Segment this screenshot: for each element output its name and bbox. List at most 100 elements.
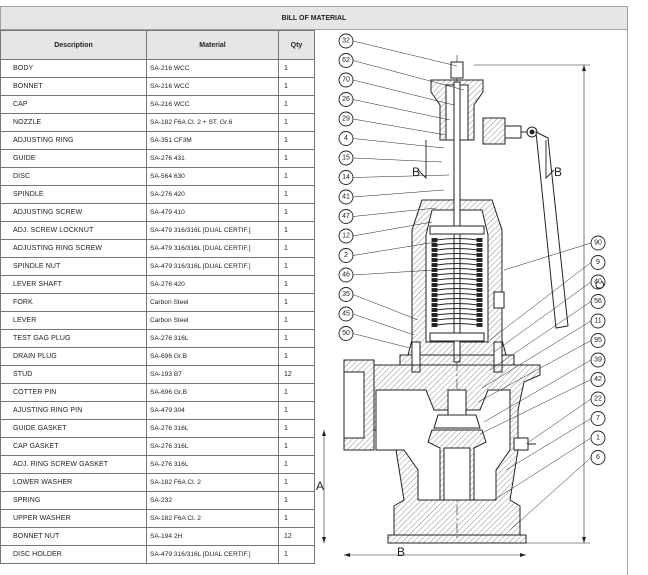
row-qty: 1 xyxy=(278,257,315,276)
item-balloon xyxy=(338,111,354,127)
row-qty: 1 xyxy=(278,59,315,78)
spring-coil-section xyxy=(476,303,483,307)
row-description: SPINDLE xyxy=(0,185,147,204)
leader-line xyxy=(493,437,592,501)
spring-coil-section xyxy=(431,258,438,262)
row-material: SA-276 316L xyxy=(146,419,279,438)
row-material: SA-232 xyxy=(146,491,279,510)
spring-coil-section xyxy=(431,283,438,287)
item-balloon xyxy=(590,411,606,426)
row-material: SA-276 316L xyxy=(146,437,279,456)
item-balloon xyxy=(590,313,606,329)
row-qty: 1 xyxy=(278,221,315,240)
row-material: SA-479 410 xyxy=(146,203,279,222)
item-balloon-label: 14 xyxy=(342,174,350,181)
row-description: CAP GASKET xyxy=(0,437,147,456)
row-qty: 1 xyxy=(278,491,315,510)
row-description: AJUSTING RING PIN xyxy=(0,401,147,420)
spring-coil-section xyxy=(476,283,483,287)
spring-coil-section xyxy=(476,323,483,327)
row-description: CAP xyxy=(0,95,147,114)
item-balloon-label: 2 xyxy=(344,252,348,259)
item-balloon xyxy=(338,189,354,205)
row-qty: 12 xyxy=(278,365,315,384)
row-description: LEVER SHAFT xyxy=(0,275,147,294)
leader-line xyxy=(352,99,451,121)
spring-coil xyxy=(435,238,479,241)
item-balloon xyxy=(590,450,606,465)
spring-coil xyxy=(435,258,479,261)
row-description: LEVER xyxy=(0,311,147,330)
spring-coil-section xyxy=(476,278,483,282)
row-qty: 1 xyxy=(278,167,315,186)
item-balloon xyxy=(338,72,354,88)
spring-coil-section xyxy=(476,293,483,297)
item-balloon-label: 7 xyxy=(596,415,600,422)
row-qty: 1 xyxy=(278,401,315,420)
spring-coil xyxy=(435,268,479,271)
item-balloon-label: 11 xyxy=(594,318,601,325)
row-material: SA-182 F6A Cl. 2 + ST. Gr.6 xyxy=(146,113,279,132)
row-qty: 1 xyxy=(278,455,315,474)
dimension-c-label: C xyxy=(593,280,607,289)
row-description: STUD xyxy=(0,365,147,384)
row-description: FORK xyxy=(0,293,147,312)
spring-coil-section xyxy=(476,253,483,257)
spring-coil-section xyxy=(431,323,438,327)
row-qty: 1 xyxy=(278,419,315,438)
row-description: GUIDE GASKET xyxy=(0,419,147,438)
row-material: SA-276 420 xyxy=(146,185,279,204)
item-balloon-label: 90 xyxy=(594,240,602,247)
leader-line xyxy=(483,359,592,423)
spring-coil xyxy=(435,303,479,306)
spring-coil-section xyxy=(476,273,483,277)
spring-coil-section xyxy=(431,303,438,307)
item-balloon-label: 35 xyxy=(342,291,350,298)
section-mark-left: B xyxy=(412,165,420,179)
spring-coil xyxy=(435,308,479,311)
item-balloon xyxy=(338,228,354,244)
spring-coil-section xyxy=(476,288,483,292)
spring-coil xyxy=(435,243,479,246)
row-material: SA-216 WCC xyxy=(146,77,279,96)
row-qty: 1 xyxy=(278,509,315,528)
leader-line xyxy=(352,333,411,349)
item-balloon-label: 70 xyxy=(342,77,350,84)
leader-line xyxy=(352,294,419,321)
row-description: SPRING xyxy=(0,491,147,510)
item-balloon-label: 1 xyxy=(596,435,600,442)
row-material: SA-351 CF3M xyxy=(146,131,279,150)
row-description: UPPER WASHER xyxy=(0,509,147,528)
spring-coil-section xyxy=(476,308,483,312)
row-qty: 1 xyxy=(278,437,315,456)
spring-coil xyxy=(435,318,479,321)
header-material: Material xyxy=(146,30,279,60)
row-description: DISC xyxy=(0,167,147,186)
row-qty: 1 xyxy=(278,347,315,366)
spring-coil-section xyxy=(431,243,438,247)
row-material: SA-479 316/316L [DUAL CERTIF.] xyxy=(146,257,279,276)
item-balloon xyxy=(590,352,606,368)
item-balloon-label: 62 xyxy=(342,57,350,64)
item-balloon-label: 15 xyxy=(342,155,350,162)
row-material: SA-276 316L xyxy=(146,329,279,348)
bom-header-row: Description Material Qty xyxy=(0,30,315,60)
item-balloon-label: 39 xyxy=(594,357,602,364)
row-qty: 1 xyxy=(278,293,315,312)
leader-line xyxy=(479,379,592,435)
item-balloon-label: 42 xyxy=(594,376,602,383)
